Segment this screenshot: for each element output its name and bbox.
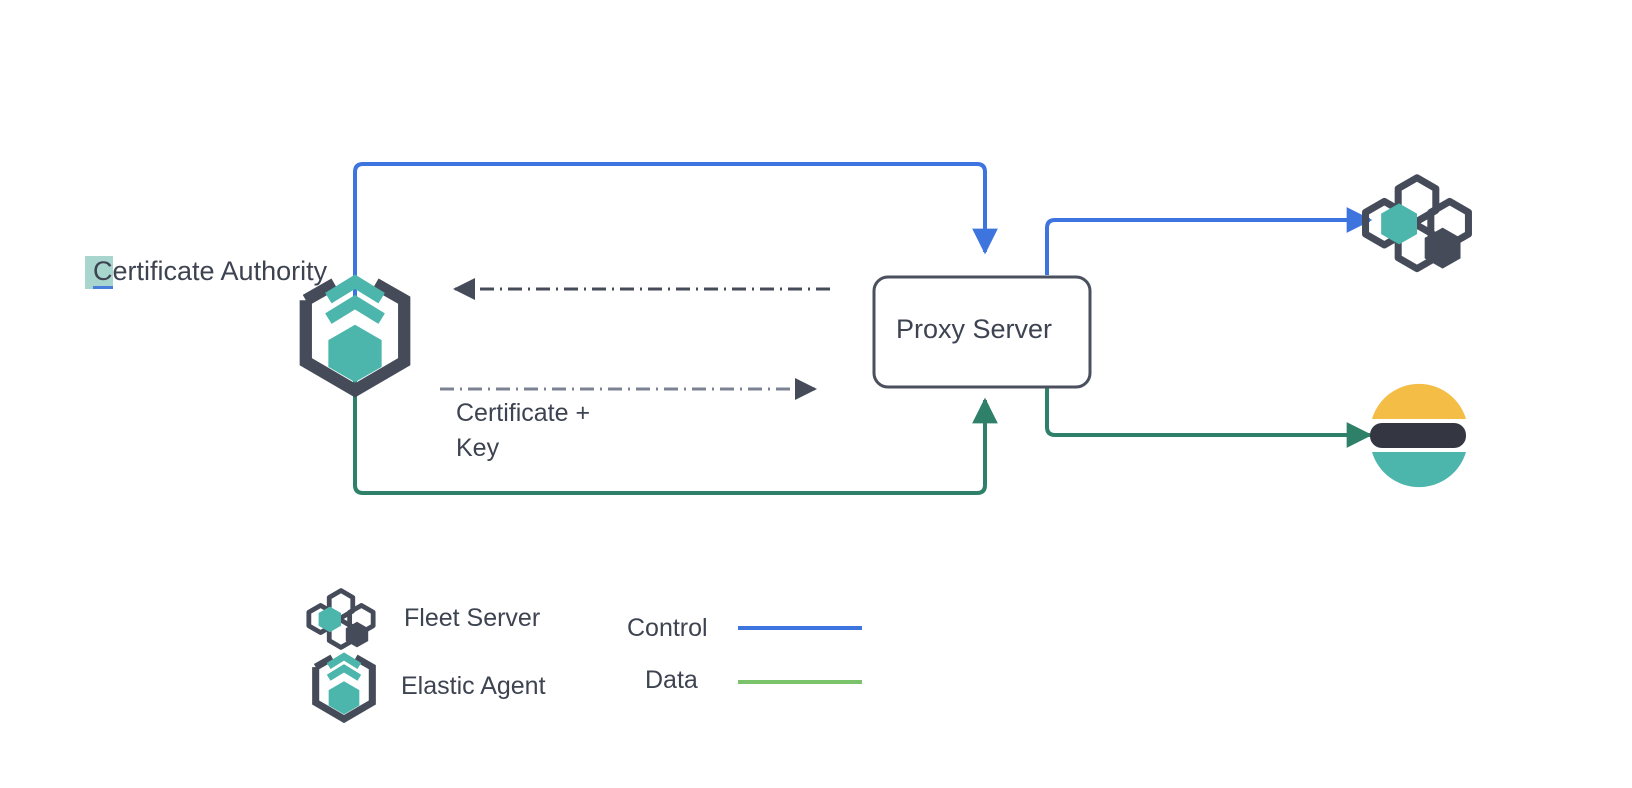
legend-item-label-fleet-server: Fleet Server [404,604,541,632]
proxy-server-label: Proxy Server [896,314,1053,344]
data-edge-proxy-to-elasticsearch [1045,386,1373,448]
elasticsearch-logo-top [1372,383,1466,419]
certificate-authority-label-rest: ertificate Authority [112,256,328,286]
elasticsearch-logo-bottom [1372,452,1466,488]
control-edge-agent-to-proxy [353,162,998,300]
elasticsearch-logo-bar [1370,423,1466,448]
certificate-authority-selected-char: C [93,256,113,289]
fleet-server-icon [1362,174,1472,273]
elasticsearch-logo [1370,383,1466,488]
legend-elastic-agent-icon [312,652,376,724]
legend-item-label-elastic-agent: Elastic Agent [401,672,546,700]
certificate-authority-label: Certificate Authority [93,254,328,289]
proxy-server-box[interactable] [872,275,1092,389]
certificate-key-line-2: Key [456,434,500,462]
control-edge-proxy-to-fleet [1045,207,1373,275]
data-edge-agent-to-proxy [353,372,998,495]
legend-fleet-server-icon [306,588,376,650]
certificate-key-edge-label: Certificate + Key [456,396,590,466]
legend-line-label-control: Control [627,614,708,642]
legend-line-label-data: Data [645,666,698,694]
elastic-agent-icon [299,274,411,398]
certificate-key-line-1: Certificate + [456,399,591,427]
